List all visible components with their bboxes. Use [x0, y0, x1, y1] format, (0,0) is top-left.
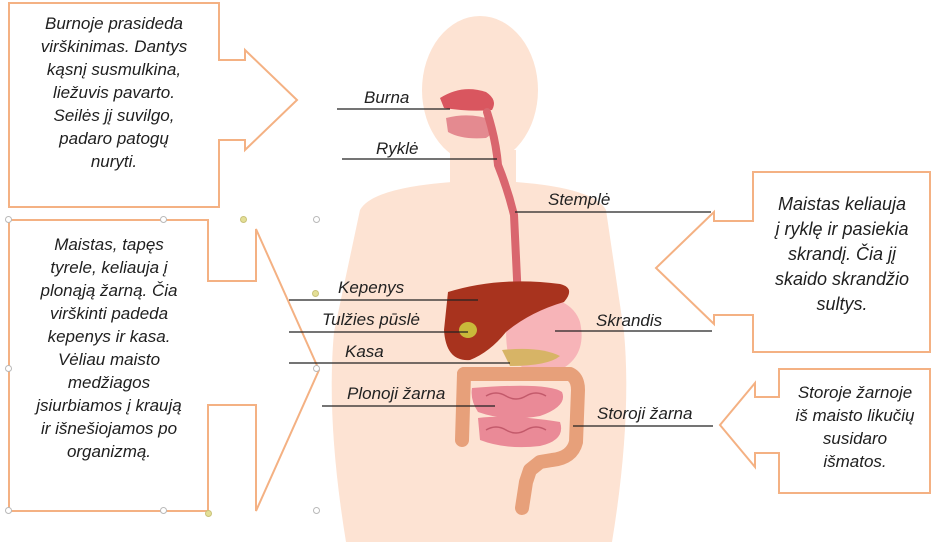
label-kasa: Kasa: [345, 342, 384, 362]
label-kepenys: Kepenys: [338, 278, 404, 298]
label-stemple: Stemplė: [548, 190, 610, 210]
label-plonoji-zarna: Plonoji žarna: [347, 384, 445, 404]
label-tulzies-pusle: Tulžies pūslė: [322, 310, 420, 330]
label-burna: Burna: [364, 88, 409, 108]
label-skrandis: Skrandis: [596, 311, 662, 331]
label-rykle: Ryklė: [376, 139, 419, 159]
label-storoji-zarna: Storoji žarna: [597, 404, 692, 424]
